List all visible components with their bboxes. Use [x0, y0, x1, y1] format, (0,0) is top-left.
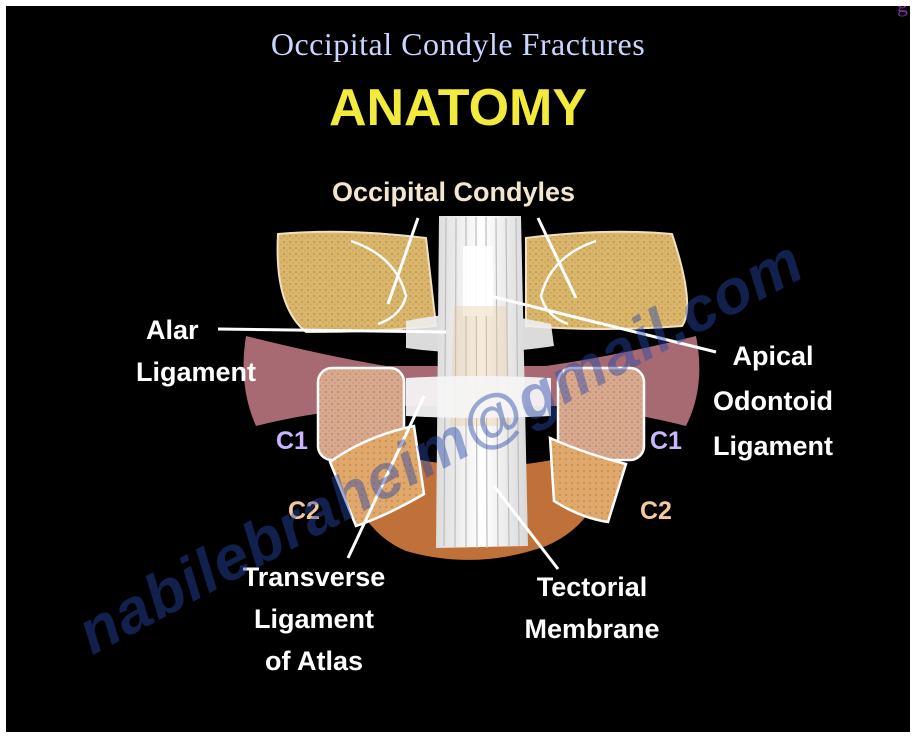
label-transverse-line2: Ligament [224, 598, 404, 640]
apical-ligament [463, 246, 493, 316]
label-tectorial-line2: Membrane [502, 608, 682, 650]
label-alar-line1: Alar [136, 309, 256, 351]
label-occipital-condyles: Occipital Condyles [332, 171, 575, 213]
label-tectorial-membrane: Tectorial Membrane [502, 566, 682, 650]
label-occipital-condyles-text: Occipital Condyles [332, 171, 575, 213]
label-apical-line1: Apical [698, 334, 848, 379]
label-apical-line2: Odontoid [698, 379, 848, 424]
label-alar-line2: Ligament [136, 351, 256, 393]
label-c2-right: C2 [640, 490, 672, 532]
label-alar-ligament: Alar Ligament [136, 309, 256, 393]
occipital-bone-left [278, 232, 436, 332]
label-c1-left: C1 [276, 420, 308, 462]
slide: g Occipital Condyle Fractures ANATOMY [6, 6, 910, 732]
label-apical-odontoid-ligament: Apical Odontoid Ligament [698, 334, 848, 469]
label-tectorial-line1: Tectorial [502, 566, 682, 608]
label-apical-line3: Ligament [698, 424, 848, 469]
label-c1-right: C1 [650, 420, 682, 462]
label-transverse-line3: of Atlas [224, 640, 404, 682]
